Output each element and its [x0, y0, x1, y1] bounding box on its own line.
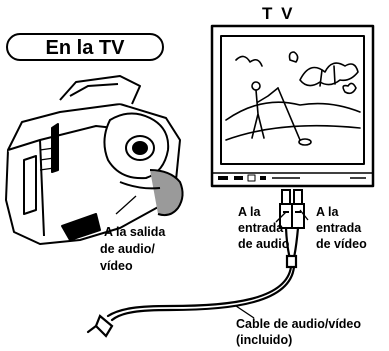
cable-label-line-2: (incluido)	[236, 333, 293, 347]
leader-lines	[115, 195, 309, 319]
camera-output-line-1: A la salida	[104, 225, 166, 239]
av-cable	[86, 226, 300, 338]
tv-audio-input-line-1: A la	[238, 205, 261, 219]
tv-input-jacks	[279, 189, 305, 229]
camera-output-line-3: vídeo	[100, 259, 133, 273]
cable-label-line-1: Cable de audio/vídeo	[236, 317, 362, 331]
tv-set	[210, 24, 375, 188]
tv-audio-input-line-3: de audio	[238, 237, 290, 251]
tv-screen-golfer	[225, 51, 361, 146]
camera-output-line-2: de audio/	[100, 242, 155, 256]
tv-video-input-line-3: de vídeo	[316, 237, 367, 251]
mode-badge: En la TV	[6, 33, 164, 61]
tv-audio-input-line-2: entrada	[238, 221, 284, 235]
mode-badge-label: En la TV	[45, 37, 125, 59]
camcorder	[5, 75, 184, 245]
tv-video-input-line-2: entrada	[316, 221, 362, 235]
tv-video-input-line-1: A la	[316, 205, 339, 219]
tv-title: T V	[262, 4, 295, 23]
